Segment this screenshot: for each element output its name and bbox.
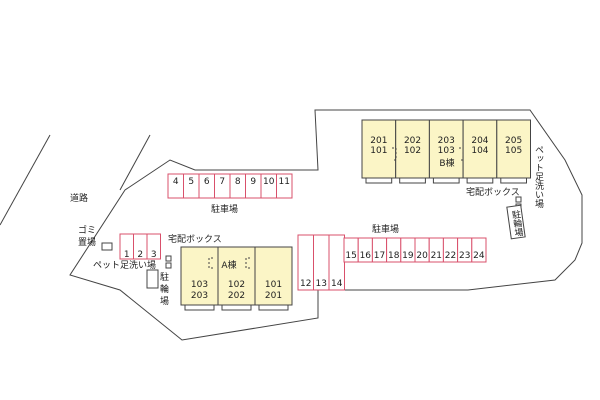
building-a-unit-upper: 103 — [191, 280, 208, 290]
parking-right-number: 19 — [402, 251, 414, 261]
parking-top-number: 8 — [235, 177, 241, 187]
building-a-name: A棟 — [221, 259, 236, 271]
parking-right-number: 22 — [445, 251, 456, 261]
delivery-box-b-icon — [515, 196, 522, 203]
bike-parking-b-label: 駐輪場 — [509, 208, 523, 238]
road-label: 道路 — [70, 192, 88, 204]
parking-top-number: 7 — [219, 177, 225, 187]
building-a-stairs — [208, 257, 250, 269]
parking-tall-number: 14 — [331, 279, 343, 289]
parking-top-number: 11 — [279, 177, 290, 187]
building-b-entrance — [432, 177, 460, 184]
building-b-entrance — [365, 177, 393, 184]
building-a-unit-upper: 102 — [228, 280, 245, 290]
delivery-box-a-label: 宅配ボックス — [168, 233, 222, 245]
road-line-right — [119, 134, 151, 191]
building-b-unit-upper: 201 — [370, 136, 387, 146]
lot-boundary — [69, 109, 583, 341]
building-a-entrance — [258, 304, 289, 311]
building-a-unit — [217, 246, 256, 306]
building-b-entrance — [466, 177, 494, 184]
parking-left-number: 2 — [137, 250, 143, 260]
building-b-name: B棟 — [439, 157, 454, 169]
parking-tall-number: 12 — [300, 279, 311, 289]
bike-parking-a-icon — [146, 269, 159, 289]
building-a-unit-lower: 202 — [228, 291, 245, 301]
pet-wash-b-label: ペット足洗い場 — [533, 145, 544, 209]
delivery-box-a-icon — [165, 255, 172, 262]
building-b-unit-lower: 101 — [370, 146, 387, 156]
building-a-unit-lower: 201 — [265, 291, 282, 301]
parking-right-label: 駐車場 — [372, 223, 399, 235]
garbage-label-2: 置場 — [78, 236, 96, 248]
building-b-entrance — [500, 177, 527, 184]
pet-wash-a-label: ペット足洗い場 — [93, 259, 156, 271]
bike-parking-a-label-3: 場 — [160, 295, 169, 307]
building-b-unit-upper: 205 — [505, 136, 522, 146]
parking-top-number: 10 — [263, 177, 275, 187]
building-b-unit-upper: 203 — [438, 136, 455, 146]
parking-right-number: 16 — [360, 251, 372, 261]
parking-right-number: 24 — [473, 251, 485, 261]
parking-top-number: 4 — [173, 177, 179, 187]
road-line-left — [0, 134, 51, 226]
building-a-unit-lower: 203 — [191, 291, 208, 301]
parking-right-number: 17 — [374, 251, 385, 261]
building-a-entrance — [221, 304, 252, 311]
garbage-bin — [101, 242, 113, 251]
parking-right-number: 15 — [345, 251, 356, 261]
bike-parking-a-label-2: 輪 — [160, 283, 169, 295]
parking-top-label: 駐車場 — [211, 203, 238, 215]
building-b-unit — [428, 119, 464, 179]
parking-left-number: 1 — [124, 250, 130, 260]
building-b-unit-lower: 104 — [471, 146, 488, 156]
parking-right-number: 23 — [459, 251, 470, 261]
building-a-unit — [180, 246, 219, 306]
parking-top-space — [276, 173, 293, 199]
parking-tall-number: 13 — [316, 279, 327, 289]
building-b-unit-upper: 202 — [404, 136, 421, 146]
parking-left-number: 3 — [151, 250, 157, 260]
parking-right-number: 18 — [388, 251, 400, 261]
parking-top-number: 6 — [204, 177, 210, 187]
building-b-unit-lower: 105 — [505, 146, 522, 156]
building-a-unit-upper: 101 — [265, 280, 282, 290]
building-a-entrance — [184, 304, 215, 311]
delivery-box-b-label: 宅配ボックス — [466, 186, 520, 198]
bike-parking-b-icon — [506, 204, 526, 240]
parking-tall: 12 13 14 — [297, 234, 345, 291]
building-b-entrance — [399, 177, 426, 184]
building-b-unit-lower: 102 — [404, 146, 421, 156]
building-b-unit-lower: 103 — [438, 146, 455, 156]
parking-right-number: 20 — [416, 251, 428, 261]
parking-right-space — [471, 237, 487, 263]
bike-parking-a-label-1: 駐 — [160, 271, 169, 283]
parking-left-space — [146, 233, 161, 260]
building-b-unit-upper: 204 — [471, 136, 488, 146]
parking-right-number: 21 — [431, 251, 442, 261]
pet-wash-a-icon — [165, 262, 172, 269]
parking-top-number: 9 — [250, 177, 256, 187]
parking-top-number: 5 — [188, 177, 194, 187]
garbage-label-1: ゴミ — [78, 224, 96, 236]
building-b-stairs — [392, 147, 464, 161]
